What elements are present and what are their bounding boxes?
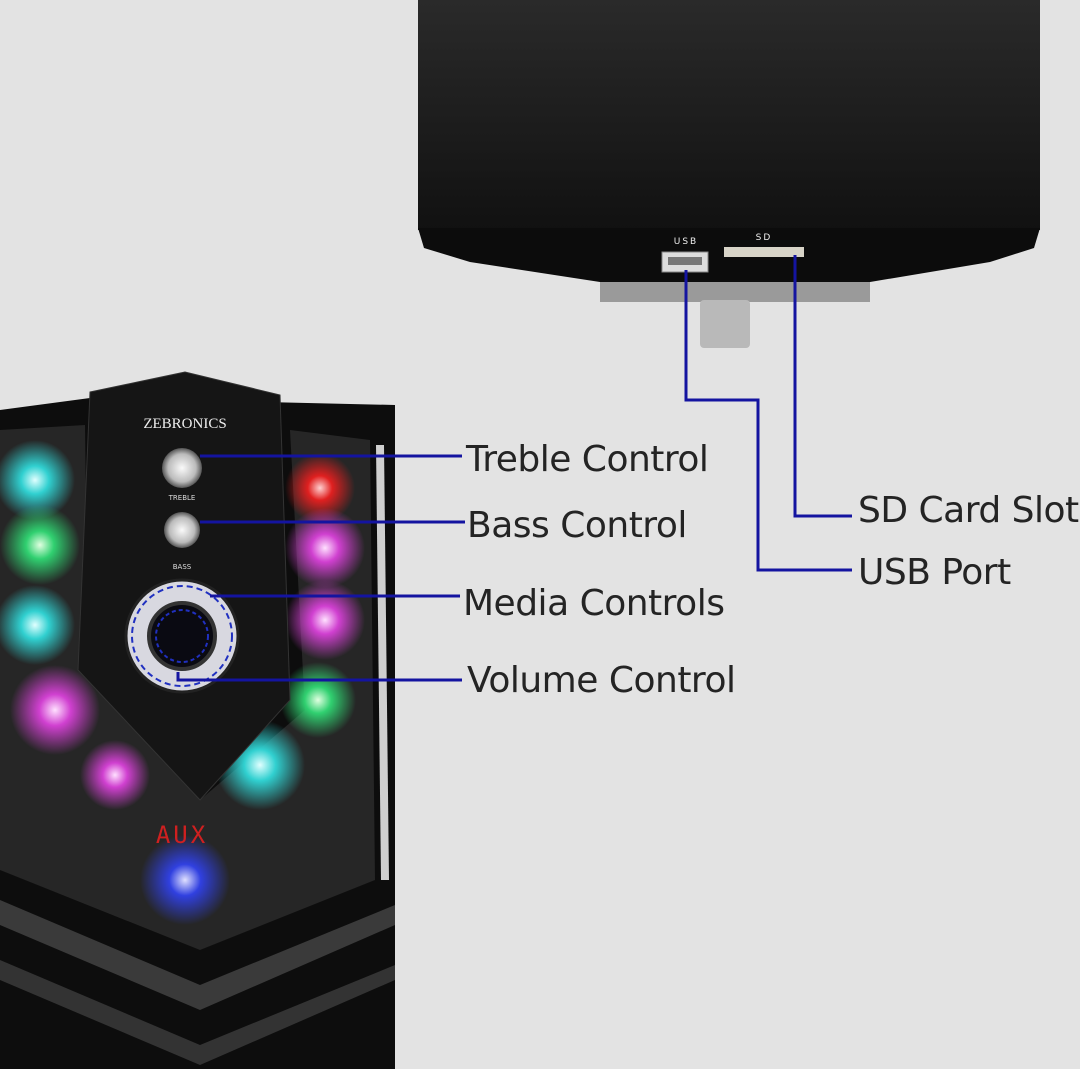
volume-knob[interactable] [147, 601, 217, 671]
top-unit: USB SD [418, 0, 1040, 348]
treble-knob[interactable] [162, 448, 202, 488]
bass-marking: BASS [173, 563, 192, 571]
usb-port-label: USB Port [858, 552, 1011, 593]
bass-control-label: Bass Control [467, 505, 687, 546]
treble-control-label: Treble Control [466, 439, 709, 480]
media-controls-label: Media Controls [463, 583, 725, 624]
usb-line [684, 270, 852, 572]
bass-knob[interactable] [164, 512, 200, 548]
sd-card-slot-label: SD Card Slot [858, 490, 1079, 531]
volume-line [176, 672, 462, 682]
sd-line [793, 255, 852, 518]
usb-marking: USB [674, 237, 698, 247]
speaker-body: ZEBRONICS TREBLE BASS AUX [0, 371, 395, 1069]
brand-logo: ZEBRONICS [143, 416, 226, 432]
sd-marking: SD [756, 233, 773, 243]
volume-control-label: Volume Control [467, 660, 736, 701]
treble-marking: TREBLE [168, 494, 196, 502]
led-display: AUX [156, 821, 208, 849]
leader-lines [176, 255, 852, 682]
